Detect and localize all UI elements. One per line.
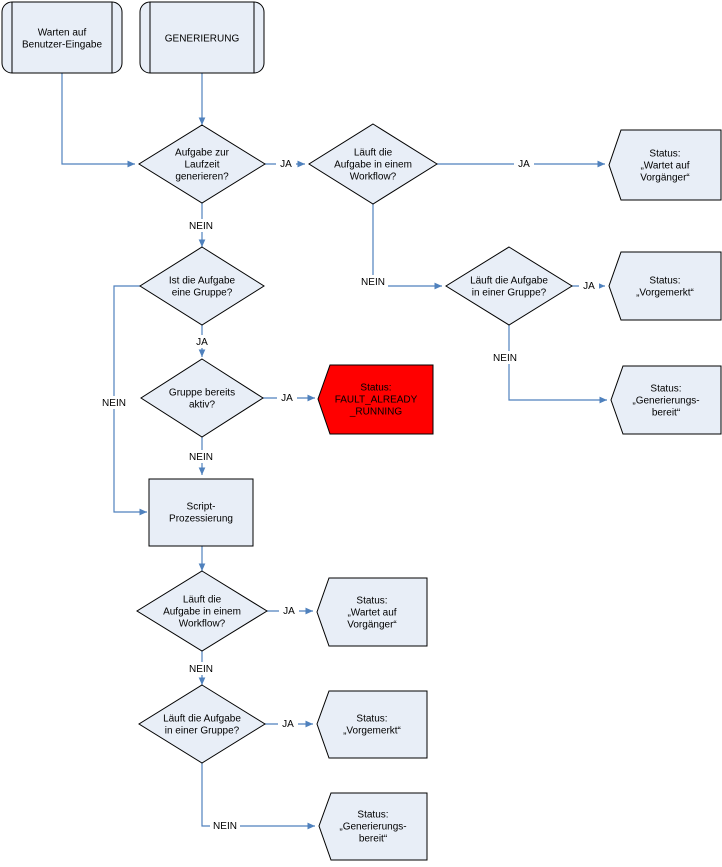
node-text-line: „Generierungs- <box>339 822 406 833</box>
node-text-line: aktiv? <box>189 400 216 411</box>
node-text-line: bereit“ <box>652 408 680 419</box>
node-text-line: in einer Gruppe? <box>165 726 240 737</box>
start-generation[interactable]: GENERIERUNG <box>139 1 265 74</box>
status-reserved-bottom[interactable]: Status:„Vorgemerkt“ <box>316 690 428 759</box>
node-text-line: Prozessierung <box>169 514 233 525</box>
node-text-line: „Vorgemerkt“ <box>636 288 694 299</box>
node-text-line: Status: <box>360 383 391 394</box>
node-text: Script-Prozessierung <box>169 502 233 525</box>
node-text-line: Vorgänger“ <box>347 620 396 631</box>
node-text-line: Warten auf <box>38 28 87 39</box>
node-text-line: Gruppe bereits <box>169 388 235 399</box>
edge-group-top-nein <box>508 325 607 404</box>
status-ready-bottom[interactable]: Status:„Generierungs-bereit“ <box>318 792 428 861</box>
node-text-line: in einer Gruppe? <box>472 288 547 299</box>
node-text: Status:„Generierungs-bereit“ <box>632 384 699 419</box>
node-text-line: „Generierungs- <box>632 396 699 407</box>
label-ja: JA <box>583 281 595 292</box>
node-text-line: Läuft die <box>183 595 222 606</box>
label-nein: NEIN <box>189 221 213 232</box>
node-text-line: Ist die Aufgabe <box>169 276 236 287</box>
node-text: Status:„Vorgemerkt“ <box>636 276 694 299</box>
edge-workflow-top-nein <box>372 204 442 290</box>
node-text-line: Läuft die <box>354 148 393 159</box>
node-text-line: Status: <box>649 276 680 287</box>
node-text-line: Laufzeit <box>184 160 219 171</box>
edge-labels: JA JA NEIN JA NEIN NEIN JA NEIN JA NEIN … <box>99 157 599 832</box>
label-nein: NEIN <box>361 277 385 288</box>
status-fault[interactable]: Status:FAULT_ALREADY_RUNNING <box>317 364 434 435</box>
node-text-line: Aufgabe in einem <box>163 607 241 618</box>
node-text: GENERIERUNG <box>165 34 240 45</box>
label-nein: NEIN <box>493 353 517 364</box>
label-ja: JA <box>283 606 295 617</box>
edge-wait-to-gen-runtime <box>61 73 135 168</box>
node-text-line: Workflow? <box>179 619 226 630</box>
node-text-line: Status: <box>356 596 387 607</box>
node-text-line: „Wartet auf <box>347 608 396 619</box>
node-text-line: FAULT_ALREADY <box>335 395 418 406</box>
node-text-line: bereit“ <box>359 834 387 845</box>
node-text-line: Benutzer-Eingabe <box>22 40 102 51</box>
label-ja: JA <box>518 159 530 170</box>
node-text-line: Aufgabe zur <box>175 148 230 159</box>
status-reserved-top[interactable]: Status:„Vorgemerkt“ <box>608 251 722 321</box>
node-text-line: „Vorgemerkt“ <box>343 726 401 737</box>
node-text: Status:FAULT_ALREADY_RUNNING <box>335 383 418 418</box>
node-text-line: GENERIERUNG <box>165 34 240 45</box>
label-nein: NEIN <box>213 821 237 832</box>
status-ready-top[interactable]: Status:„Generierungs-bereit“ <box>610 365 722 435</box>
node-text-line: „Wartet auf <box>640 161 689 172</box>
label-nein: NEIN <box>102 398 126 409</box>
node-text-line: Script- <box>187 502 216 513</box>
label-ja: JA <box>196 337 208 348</box>
label-nein: NEIN <box>189 664 213 675</box>
node-text: Status:„Vorgemerkt“ <box>343 714 401 737</box>
node-text-line: Workflow? <box>350 172 397 183</box>
node-text-line: Status: <box>356 714 387 725</box>
node-text-line: Läuft die Aufgabe <box>163 714 241 725</box>
node-text-line: Status: <box>649 149 680 160</box>
label-ja: JA <box>280 159 292 170</box>
node-text-line: Aufgabe in einem <box>334 160 412 171</box>
process-script[interactable]: Script-Prozessierung <box>148 478 254 547</box>
label-ja: JA <box>282 719 294 730</box>
node-text-line: eine Gruppe? <box>172 288 233 299</box>
label-ja: JA <box>281 393 293 404</box>
node-text-line: generieren? <box>175 172 229 183</box>
node-text-line: Vorgänger“ <box>640 173 689 184</box>
label-nein: NEIN <box>189 452 213 463</box>
node-text-line: _RUNNING <box>349 407 402 418</box>
edge-group-bottom-nein <box>201 763 315 830</box>
node-text: Status:„Generierungs-bereit“ <box>339 810 406 845</box>
node-text-line: Läuft die Aufgabe <box>470 276 548 287</box>
node-text-line: Status: <box>357 810 388 821</box>
node-text-line: Status: <box>650 384 681 395</box>
